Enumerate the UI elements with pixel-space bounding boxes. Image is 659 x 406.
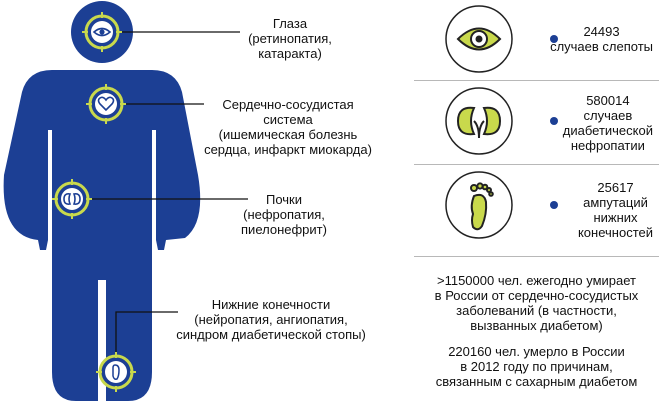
stat-dot [550, 201, 558, 209]
label-line: (ретинопатия, [248, 31, 332, 46]
stat-value: 580014 [586, 93, 630, 108]
label-line: катаракта) [258, 46, 322, 61]
connector-lines [88, 31, 248, 356]
stat-icon-eye [445, 5, 513, 73]
connector-limbs [115, 311, 178, 356]
divider [414, 164, 659, 165]
torso-and-arms [3, 70, 201, 401]
note-line: в 2012 году по причинам, [460, 359, 613, 374]
stat-nephropathy: 580014 случаев диабетической нефропатии [563, 93, 653, 153]
label-line: Сердечно-сосудистая [222, 97, 354, 112]
label-line: пиелонефрит) [241, 222, 327, 237]
note-cardiovascular: >1150000 чел. ежегодно умирает в России … [414, 273, 659, 333]
label-kidneys: Почки (нефропатия, пиелонефрит) [224, 192, 344, 237]
label-eyes: Глаза (ретинопатия, катаракта) [230, 16, 350, 61]
marker-heart [86, 84, 126, 124]
note-line: связанным с сахарным диабетом [435, 374, 638, 389]
foot-icon [470, 182, 494, 231]
label-line: сердца, инфаркт миокарда) [204, 142, 372, 157]
silhouette-shape [3, 1, 201, 401]
label-line: Глаза [272, 16, 308, 31]
label-line: Нижние конечности [211, 297, 331, 312]
note-line: >1150000 чел. ежегодно умирает [436, 273, 636, 288]
label-line: система [263, 112, 313, 127]
stat-caption: нефропатии [570, 138, 645, 153]
leg-gap [98, 280, 106, 401]
stat-icon-kidneys [445, 87, 513, 155]
divider [414, 80, 659, 81]
label-limbs: Нижние конечности (нейропатия, ангиопати… [168, 297, 374, 342]
kidneys-icon [63, 193, 81, 205]
stat-caption: нижних [593, 210, 638, 225]
body-diagram: Глаза (ретинопатия, катаракта) Сердечно-… [3, 1, 378, 401]
note-deaths-2012: 220160 чел. умерло в России в 2012 году … [414, 344, 659, 389]
marker-eyes [82, 12, 122, 52]
label-line: (ишемическая болезнь [218, 127, 358, 142]
stat-caption: конечностей [577, 225, 653, 240]
statistics-panel: 24493 случаев слепоты 580014 случаев диа… [414, 0, 659, 401]
stat-icon-foot [445, 171, 513, 239]
heart-icon [97, 96, 115, 112]
note-line: заболеваний (в частности, [456, 303, 617, 318]
divider [414, 256, 659, 257]
stat-value: 24493 [583, 24, 620, 39]
marker-limbs [96, 352, 136, 392]
label-line: синдром диабетической стопы) [176, 327, 366, 342]
note-line: вызванных диабетом) [470, 318, 603, 333]
body-silhouette [3, 1, 248, 401]
foot-icon [112, 364, 120, 380]
label-line: (нейропатия, ангиопатия, [194, 312, 348, 327]
label-line: Почки [265, 192, 302, 207]
note-line: в России от сердечно-сосудистых [434, 288, 639, 303]
stat-caption: ампутаций [583, 195, 648, 210]
marker-kidneys [52, 179, 92, 219]
eye-icon [456, 27, 502, 51]
note-line: 220160 чел. умерло в России [448, 344, 625, 359]
label-line: (нефропатия, [243, 207, 325, 222]
stat-caption: диабетической [562, 123, 653, 138]
stat-dot [550, 35, 558, 43]
stat-caption: случаев слепоты [550, 39, 653, 54]
stat-blindness: 24493 случаев слепоты [550, 24, 653, 54]
stat-value: 25617 [597, 180, 634, 195]
stat-dot [550, 117, 558, 125]
eye-icon [92, 27, 112, 37]
kidneys-icon [456, 106, 502, 139]
stat-caption: случаев [583, 108, 633, 123]
label-heart: Сердечно-сосудистая система (ишемическая… [198, 97, 378, 157]
stat-amputations: 25617 ампутаций нижних конечностей [578, 180, 653, 240]
